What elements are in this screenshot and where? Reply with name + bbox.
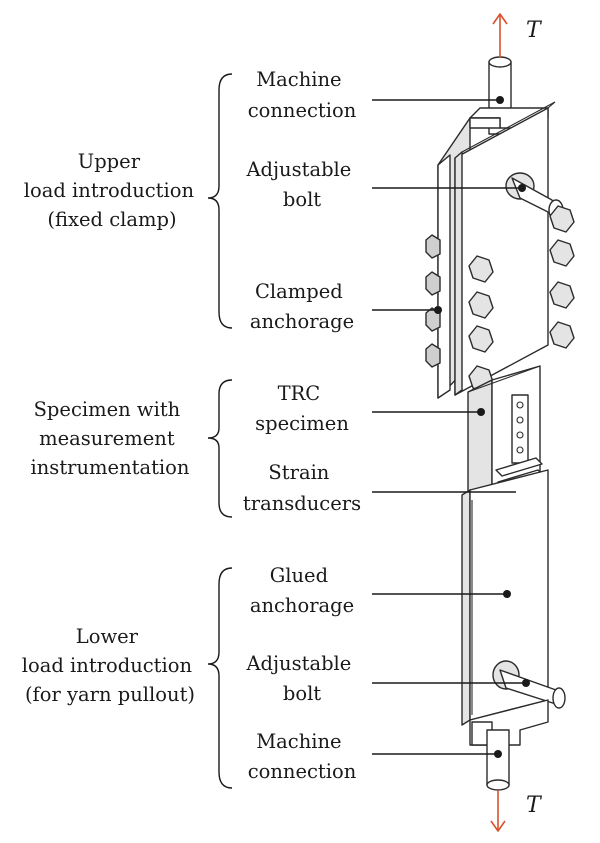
- label-upper-machine-connection: Machine connection: [248, 68, 357, 122]
- brace-upper: [207, 73, 233, 329]
- label-clamped-anchorage: Clamped anchorage: [250, 280, 354, 333]
- upper-clamp-nuts-right: [549, 205, 575, 349]
- lower-force-arrow: [490, 790, 506, 832]
- lower-adjustable-bolt: [492, 660, 566, 709]
- leader-lines: [372, 99, 526, 755]
- label-strain-transducers: Strain transducers: [243, 461, 361, 515]
- label-glued-anchorage: Glued anchorage: [250, 564, 354, 617]
- group-label-specimen: Specimen with measurement instrumentatio…: [31, 398, 190, 479]
- lower-machine-connection-rod: [486, 729, 510, 791]
- label-lower-adjustable-bolt: Adjustable bolt: [245, 652, 357, 705]
- upper-force-label: T: [526, 18, 543, 43]
- group-label-lower: Lower load introduction (for yarn pullou…: [22, 625, 199, 706]
- lower-glued-anchorage: [461, 469, 549, 726]
- label-trc-specimen: TRC specimen: [255, 382, 349, 435]
- upper-force-arrow: [492, 13, 508, 58]
- label-upper-adjustable-bolt: Adjustable bolt: [245, 158, 357, 211]
- brace-lower: [207, 567, 233, 789]
- group-label-upper: Upper load introduction (fixed clamp): [24, 150, 201, 231]
- upper-clamp-nuts-front: [468, 255, 494, 393]
- label-lower-machine-connection: Machine connection: [248, 730, 357, 783]
- apparatus-drawing: [425, 56, 575, 791]
- lower-force-label: T: [526, 793, 543, 818]
- upper-clamp-nuts-left: [425, 234, 441, 368]
- brace-middle: [207, 379, 233, 518]
